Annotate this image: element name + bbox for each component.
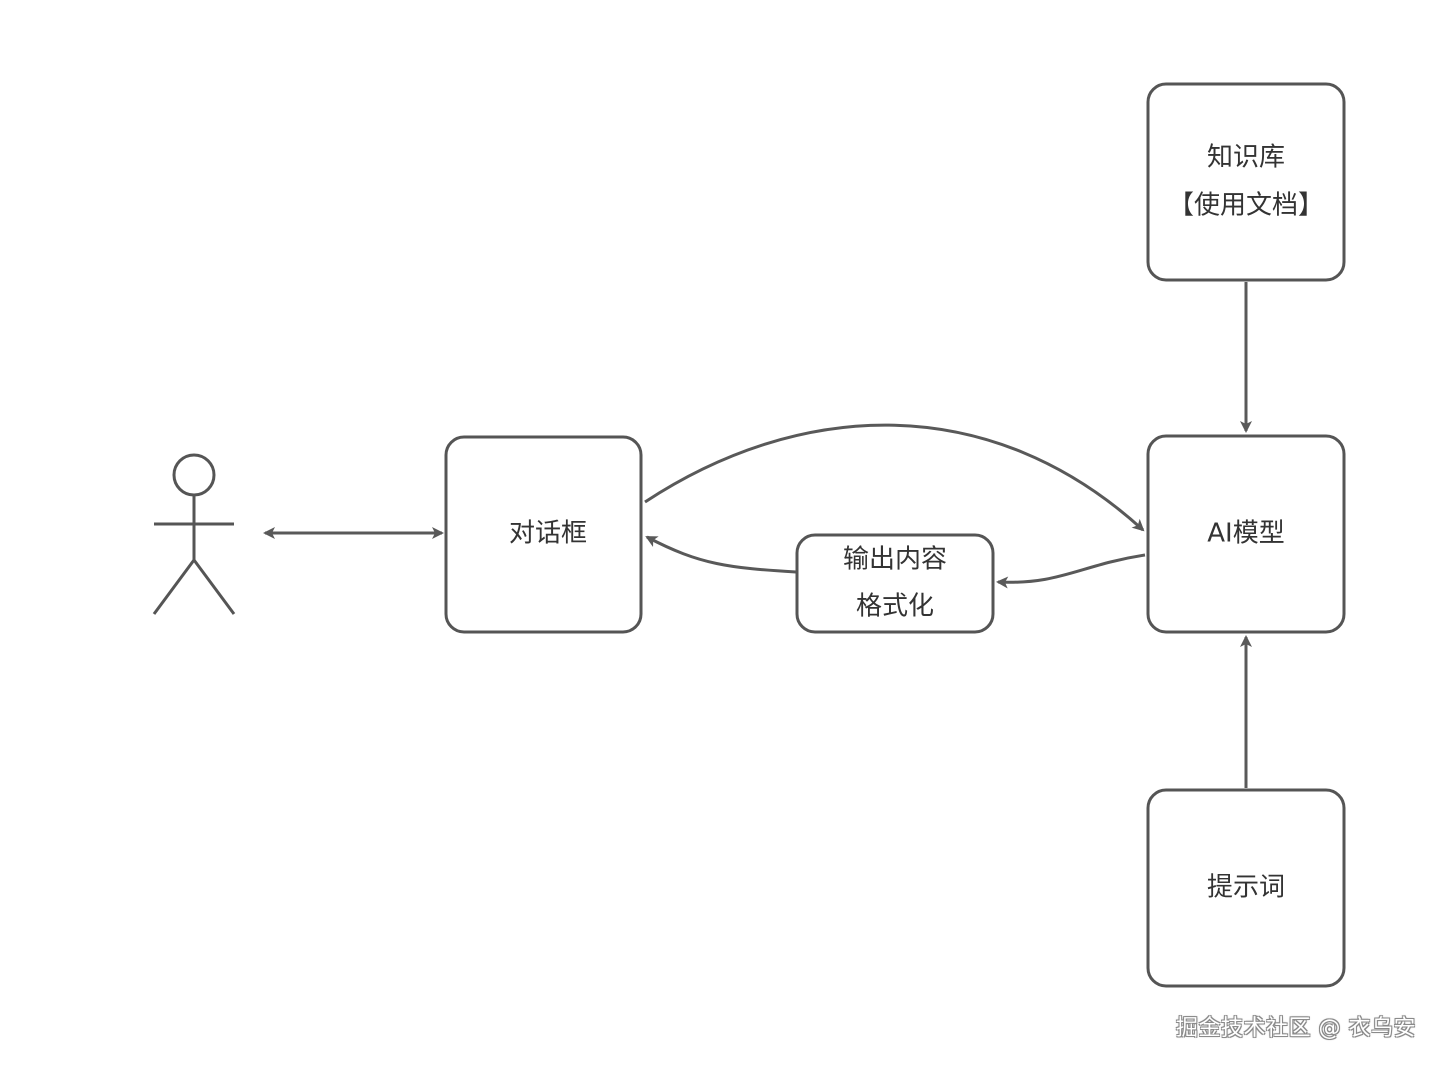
actor-right-leg [192, 559, 236, 615]
node-ai-model[interactable]: AI模型 [1146, 434, 1346, 634]
node-prompt[interactable]: 提示词 [1146, 788, 1346, 988]
output-format-shape [795, 533, 995, 634]
node-output-format[interactable]: 输出内容 格式化 [795, 533, 995, 634]
actor-head [172, 453, 216, 497]
knowledge-base-shape [1146, 82, 1346, 282]
watermark-text: 掘金技术社区 @ 衣乌安 [1176, 1016, 1416, 1041]
edge-ai-to-output [996, 553, 1146, 589]
dialog-box-shape [444, 435, 643, 634]
prompt-label: 提示词 [1207, 873, 1285, 903]
actor-left-leg [152, 559, 196, 615]
output-format-line1: 输出内容 [843, 545, 947, 575]
prompt-shape [1146, 788, 1346, 988]
dialog-box-label: 对话框 [509, 519, 587, 549]
user-actor-icon [152, 453, 236, 615]
ai-model-label: AI模型 [1207, 519, 1284, 549]
ai-model-shape [1146, 434, 1346, 634]
knowledge-base-subtitle: 【使用文档】 [1168, 191, 1324, 221]
output-format-line2: 格式化 [856, 592, 934, 622]
node-knowledge-base[interactable]: 知识库 【使用文档】 [1146, 82, 1346, 282]
edge-dialog-to-ai [644, 423, 1145, 532]
knowledge-base-title: 知识库 [1207, 143, 1285, 173]
edge-output-to-dialog [645, 535, 797, 574]
node-dialog-box[interactable]: 对话框 [444, 435, 643, 634]
